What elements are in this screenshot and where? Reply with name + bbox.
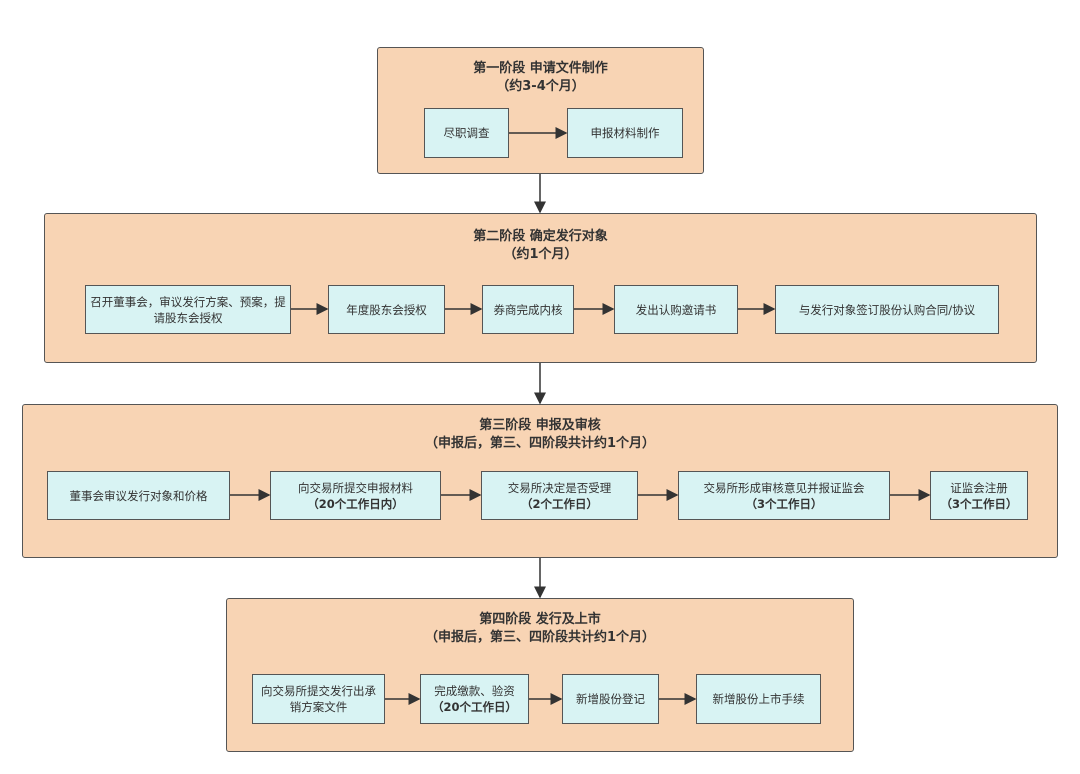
node-sign-subscription-contract: 与发行对象签订股份认购合同/协议 [775,285,999,334]
node-shareholder-authorization: 年度股东会授权 [328,285,445,334]
stage-title: 第三阶段 申报及审核 [479,418,601,433]
node-submit-materials: 向交易所提交申报材料（20个工作日内） [270,471,441,520]
stage-title: 第二阶段 确定发行对象 [473,229,608,244]
stage-title: 第一阶段 申请文件制作 [473,61,608,76]
node-submit-underwriting-plan: 向交易所提交发行出承销方案文件 [252,674,385,724]
node-subscription-invitation: 发出认购邀请书 [614,285,738,334]
node-application-materials: 申报材料制作 [567,108,683,158]
node-listing-procedures: 新增股份上市手续 [696,674,821,724]
node-board-review-price: 董事会审议发行对象和价格 [47,471,230,520]
node-share-registration: 新增股份登记 [562,674,659,724]
node-due-diligence: 尽职调查 [424,108,509,158]
stage-subtitle: （申报后，第三、四阶段共计约1个月） [424,436,656,451]
node-internal-review: 券商完成内核 [482,285,574,334]
node-board-meeting: 召开董事会，审议发行方案、预案，提请股东会授权 [85,285,291,334]
node-csrc-registration: 证监会注册（3个工作日） [930,471,1028,520]
stage-subtitle: （约3-4个月） [496,79,585,94]
node-exchange-review-opinion: 交易所形成审核意见并报证监会（3个工作日） [678,471,890,520]
node-exchange-acceptance: 交易所决定是否受理（2个工作日） [481,471,638,520]
node-payment-verification: 完成缴款、验资（20个工作日） [420,674,529,724]
stage-title: 第四阶段 发行及上市 [479,612,601,627]
stage-subtitle: （约1个月） [503,247,578,262]
stage-subtitle: （申报后，第三、四阶段共计约1个月） [424,630,656,645]
